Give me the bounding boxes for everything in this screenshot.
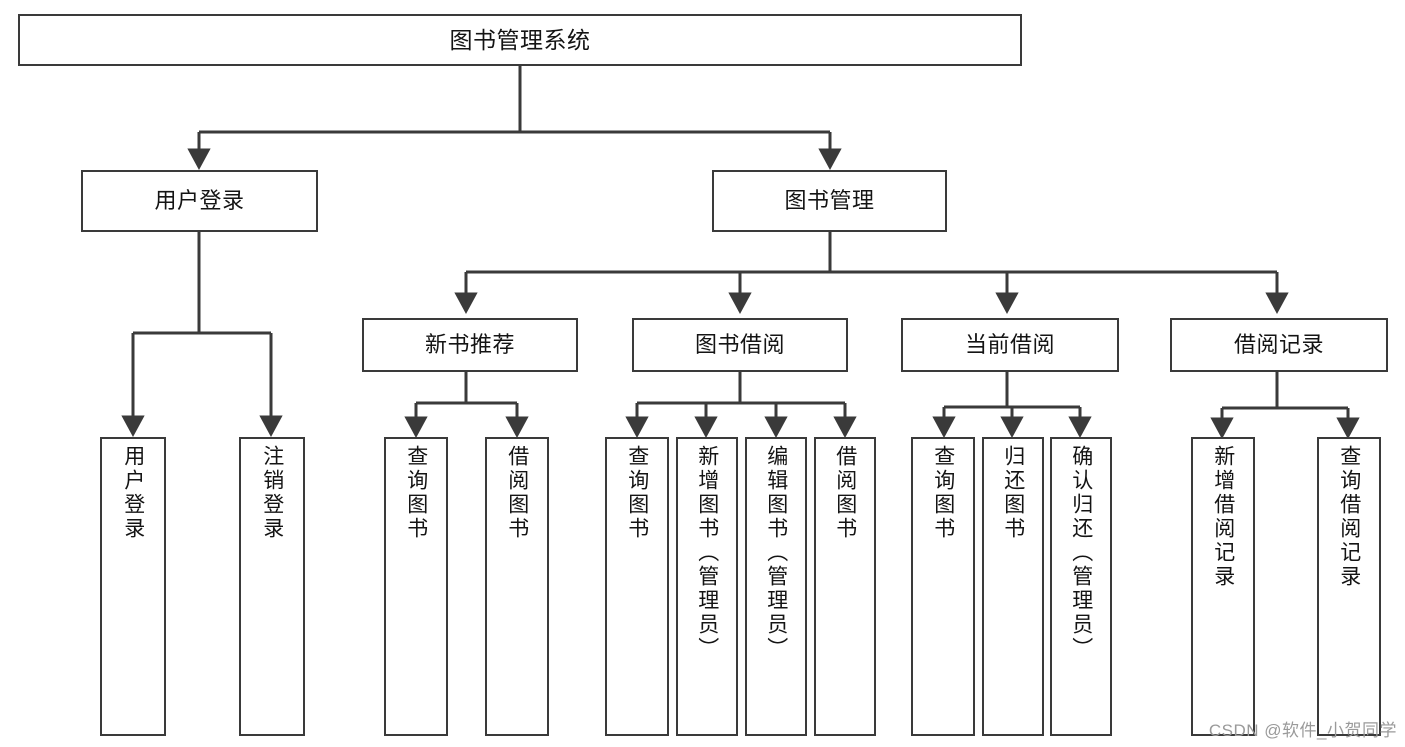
- node-book-borrow-label: 图书借阅: [694, 332, 785, 358]
- node-leaf-borrow-book-1[interactable]: 借阅图书: [485, 437, 549, 736]
- node-leaf-add-record-label: 新增借阅记录: [1211, 445, 1235, 589]
- node-borrow-record[interactable]: 借阅记录: [1170, 318, 1388, 372]
- node-leaf-query-record[interactable]: 查询借阅记录: [1317, 437, 1381, 736]
- node-leaf-confirm-return-label: 确认归还（管理员）: [1069, 445, 1093, 661]
- node-leaf-add-record[interactable]: 新增借阅记录: [1191, 437, 1255, 736]
- node-user-login[interactable]: 用户登录: [81, 170, 318, 232]
- node-leaf-query-book-1-label: 查询图书: [404, 445, 428, 541]
- node-leaf-add-book-label: 新增图书（管理员）: [695, 445, 719, 661]
- node-leaf-user-login[interactable]: 用户登录: [100, 437, 166, 736]
- node-leaf-user-login-label: 用户登录: [121, 445, 145, 541]
- node-root-label: 图书管理系统: [449, 26, 591, 53]
- node-book-manage[interactable]: 图书管理: [712, 170, 947, 232]
- node-leaf-query-record-label: 查询借阅记录: [1337, 445, 1361, 589]
- node-borrow-record-label: 借阅记录: [1233, 332, 1324, 358]
- node-current-borrow[interactable]: 当前借阅: [901, 318, 1119, 372]
- csdn-watermark: CSDN @软件_小贺同学: [1208, 721, 1397, 740]
- node-leaf-return-book[interactable]: 归还图书: [982, 437, 1044, 736]
- node-leaf-borrow-book-2[interactable]: 借阅图书: [814, 437, 876, 736]
- node-new-book-rec-label: 新书推荐: [424, 332, 515, 358]
- node-leaf-query-book-1[interactable]: 查询图书: [384, 437, 448, 736]
- node-leaf-edit-book[interactable]: 编辑图书（管理员）: [745, 437, 807, 736]
- node-leaf-edit-book-label: 编辑图书（管理员）: [764, 445, 788, 661]
- node-leaf-logout-label: 注销登录: [260, 445, 284, 541]
- node-new-book-rec[interactable]: 新书推荐: [362, 318, 578, 372]
- node-root[interactable]: 图书管理系统: [18, 14, 1022, 66]
- node-leaf-add-book[interactable]: 新增图书（管理员）: [676, 437, 738, 736]
- node-current-borrow-label: 当前借阅: [964, 332, 1055, 358]
- node-leaf-query-book-3-label: 查询图书: [931, 445, 955, 541]
- node-leaf-borrow-book-1-label: 借阅图书: [505, 445, 529, 541]
- node-leaf-query-book-2-label: 查询图书: [625, 445, 649, 541]
- node-user-login-label: 用户登录: [154, 188, 245, 214]
- node-leaf-query-book-2[interactable]: 查询图书: [605, 437, 669, 736]
- node-leaf-query-book-3[interactable]: 查询图书: [911, 437, 975, 736]
- node-leaf-return-book-label: 归还图书: [1001, 445, 1025, 541]
- node-leaf-confirm-return[interactable]: 确认归还（管理员）: [1050, 437, 1112, 736]
- node-leaf-borrow-book-2-label: 借阅图书: [833, 445, 857, 541]
- node-book-manage-label: 图书管理: [784, 188, 875, 214]
- node-leaf-logout[interactable]: 注销登录: [239, 437, 305, 736]
- node-book-borrow[interactable]: 图书借阅: [632, 318, 848, 372]
